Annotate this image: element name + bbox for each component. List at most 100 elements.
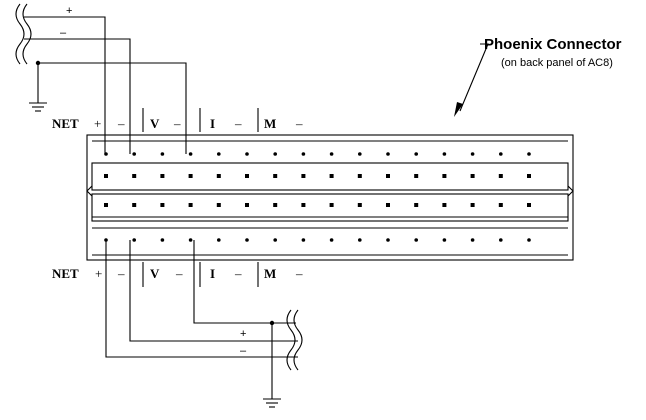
- connector-pin: [470, 174, 475, 178]
- bottom-i-minus: –: [234, 266, 242, 281]
- connector-pin: [357, 203, 362, 207]
- connector-pin: [132, 152, 136, 156]
- connector-pin: [160, 238, 165, 242]
- bottom-cable-minus-label: –: [240, 345, 247, 357]
- bottom-cable-break-left: [286, 309, 296, 371]
- connector-outline: [86, 134, 574, 261]
- connector-pin: [132, 238, 136, 242]
- connector-pin: [442, 174, 447, 178]
- latch-left-icon: [86, 185, 93, 197]
- top-wire-shield: [38, 62, 187, 154]
- top-wire-minus: [24, 38, 131, 154]
- bottom-m-minus: –: [295, 266, 303, 281]
- connector-pin: [470, 203, 475, 207]
- connector-pin: [188, 238, 193, 242]
- connector-pin: [329, 203, 334, 207]
- connector-pin: [245, 174, 249, 178]
- connector-pin: [188, 203, 193, 207]
- connector-pin: [132, 203, 137, 207]
- phoenix-connector: [86, 134, 574, 261]
- connector-pin: [216, 174, 221, 178]
- connector-pin: [358, 152, 362, 156]
- connector-pin: [442, 152, 447, 156]
- connector-pin: [357, 174, 362, 178]
- bottom-i-label: I: [210, 266, 215, 281]
- top-m-label: M: [264, 116, 276, 131]
- connector-pin: [217, 238, 221, 242]
- connector-pin: [470, 152, 475, 156]
- connector-upper-block: [91, 162, 569, 191]
- top-m-minus: –: [295, 116, 303, 131]
- connector-pin: [104, 203, 108, 207]
- bottom-v-label: V: [150, 266, 160, 281]
- latch-right-icon: [567, 185, 574, 197]
- bottom-cable-plus-label: +: [240, 328, 246, 340]
- callout: Phoenix Connector (on back panel of AC8): [454, 36, 622, 117]
- connector-pin: [414, 238, 419, 242]
- top-cable-minus-label: –: [60, 27, 67, 39]
- top-label-row: NET + – V – I – M –: [52, 108, 303, 132]
- connector-pins: [104, 152, 531, 242]
- connector-pin: [358, 238, 362, 242]
- connector-pin: [273, 238, 278, 242]
- bottom-wire-plus: [129, 240, 298, 342]
- connector-pin: [160, 152, 165, 156]
- connector-pin: [414, 152, 419, 156]
- connector-pin: [414, 174, 419, 178]
- bottom-net-plus: +: [95, 266, 102, 281]
- top-wire-plus: [24, 16, 106, 154]
- bottom-wire-shield: [193, 240, 296, 324]
- connector-pin: [386, 152, 390, 156]
- connector-pin: [245, 203, 249, 207]
- top-cable-plus-label: +: [66, 5, 72, 17]
- callout-leader: [459, 43, 489, 112]
- connector-pin: [470, 238, 475, 242]
- bottom-label-row: NET + – V – I – M –: [52, 262, 303, 287]
- connector-pin: [386, 174, 390, 178]
- connector-pin: [386, 238, 390, 242]
- top-cable-break-left: [15, 3, 25, 65]
- connector-pin: [498, 203, 503, 207]
- connector-pin: [245, 152, 249, 156]
- connector-pin: [273, 203, 278, 207]
- connector-pin: [273, 152, 278, 156]
- connector-pin: [527, 238, 531, 242]
- connector-pin: [104, 174, 108, 178]
- connector-pin: [245, 238, 249, 242]
- connector-pin: [188, 174, 193, 178]
- connector-pin: [301, 152, 306, 156]
- top-v-minus: –: [173, 116, 181, 131]
- connector-pin: [442, 238, 447, 242]
- connector-pin: [527, 203, 531, 207]
- connector-pin: [527, 152, 531, 156]
- top-net-minus: –: [117, 116, 125, 131]
- bottom-net-minus: –: [117, 266, 125, 281]
- bottom-net-label: NET: [52, 266, 79, 281]
- connector-pin: [160, 174, 165, 178]
- top-v-label: V: [150, 116, 160, 131]
- callout-arrowhead-icon: [454, 102, 463, 117]
- top-i-minus: –: [234, 116, 242, 131]
- connector-pin: [301, 174, 306, 178]
- connector-pin: [217, 152, 221, 156]
- bottom-cable: + –: [105, 240, 303, 408]
- connector-pin: [442, 203, 447, 207]
- bottom-wire-minus: [105, 240, 298, 358]
- connector-pin: [329, 238, 334, 242]
- connector-pin: [104, 152, 108, 156]
- connector-pin: [386, 203, 390, 207]
- connector-pin: [188, 152, 193, 156]
- connector-pin: [329, 152, 334, 156]
- bottom-m-label: M: [264, 266, 276, 281]
- callout-title: Phoenix Connector: [484, 36, 622, 53]
- connector-pin: [273, 174, 278, 178]
- connector-pin: [414, 203, 419, 207]
- top-net-label: NET: [52, 116, 79, 131]
- connector-pin: [329, 174, 334, 178]
- connector-pin: [499, 152, 503, 156]
- connector-pin: [216, 203, 221, 207]
- connector-pin: [160, 203, 165, 207]
- bottom-cable-break-right: [293, 309, 303, 371]
